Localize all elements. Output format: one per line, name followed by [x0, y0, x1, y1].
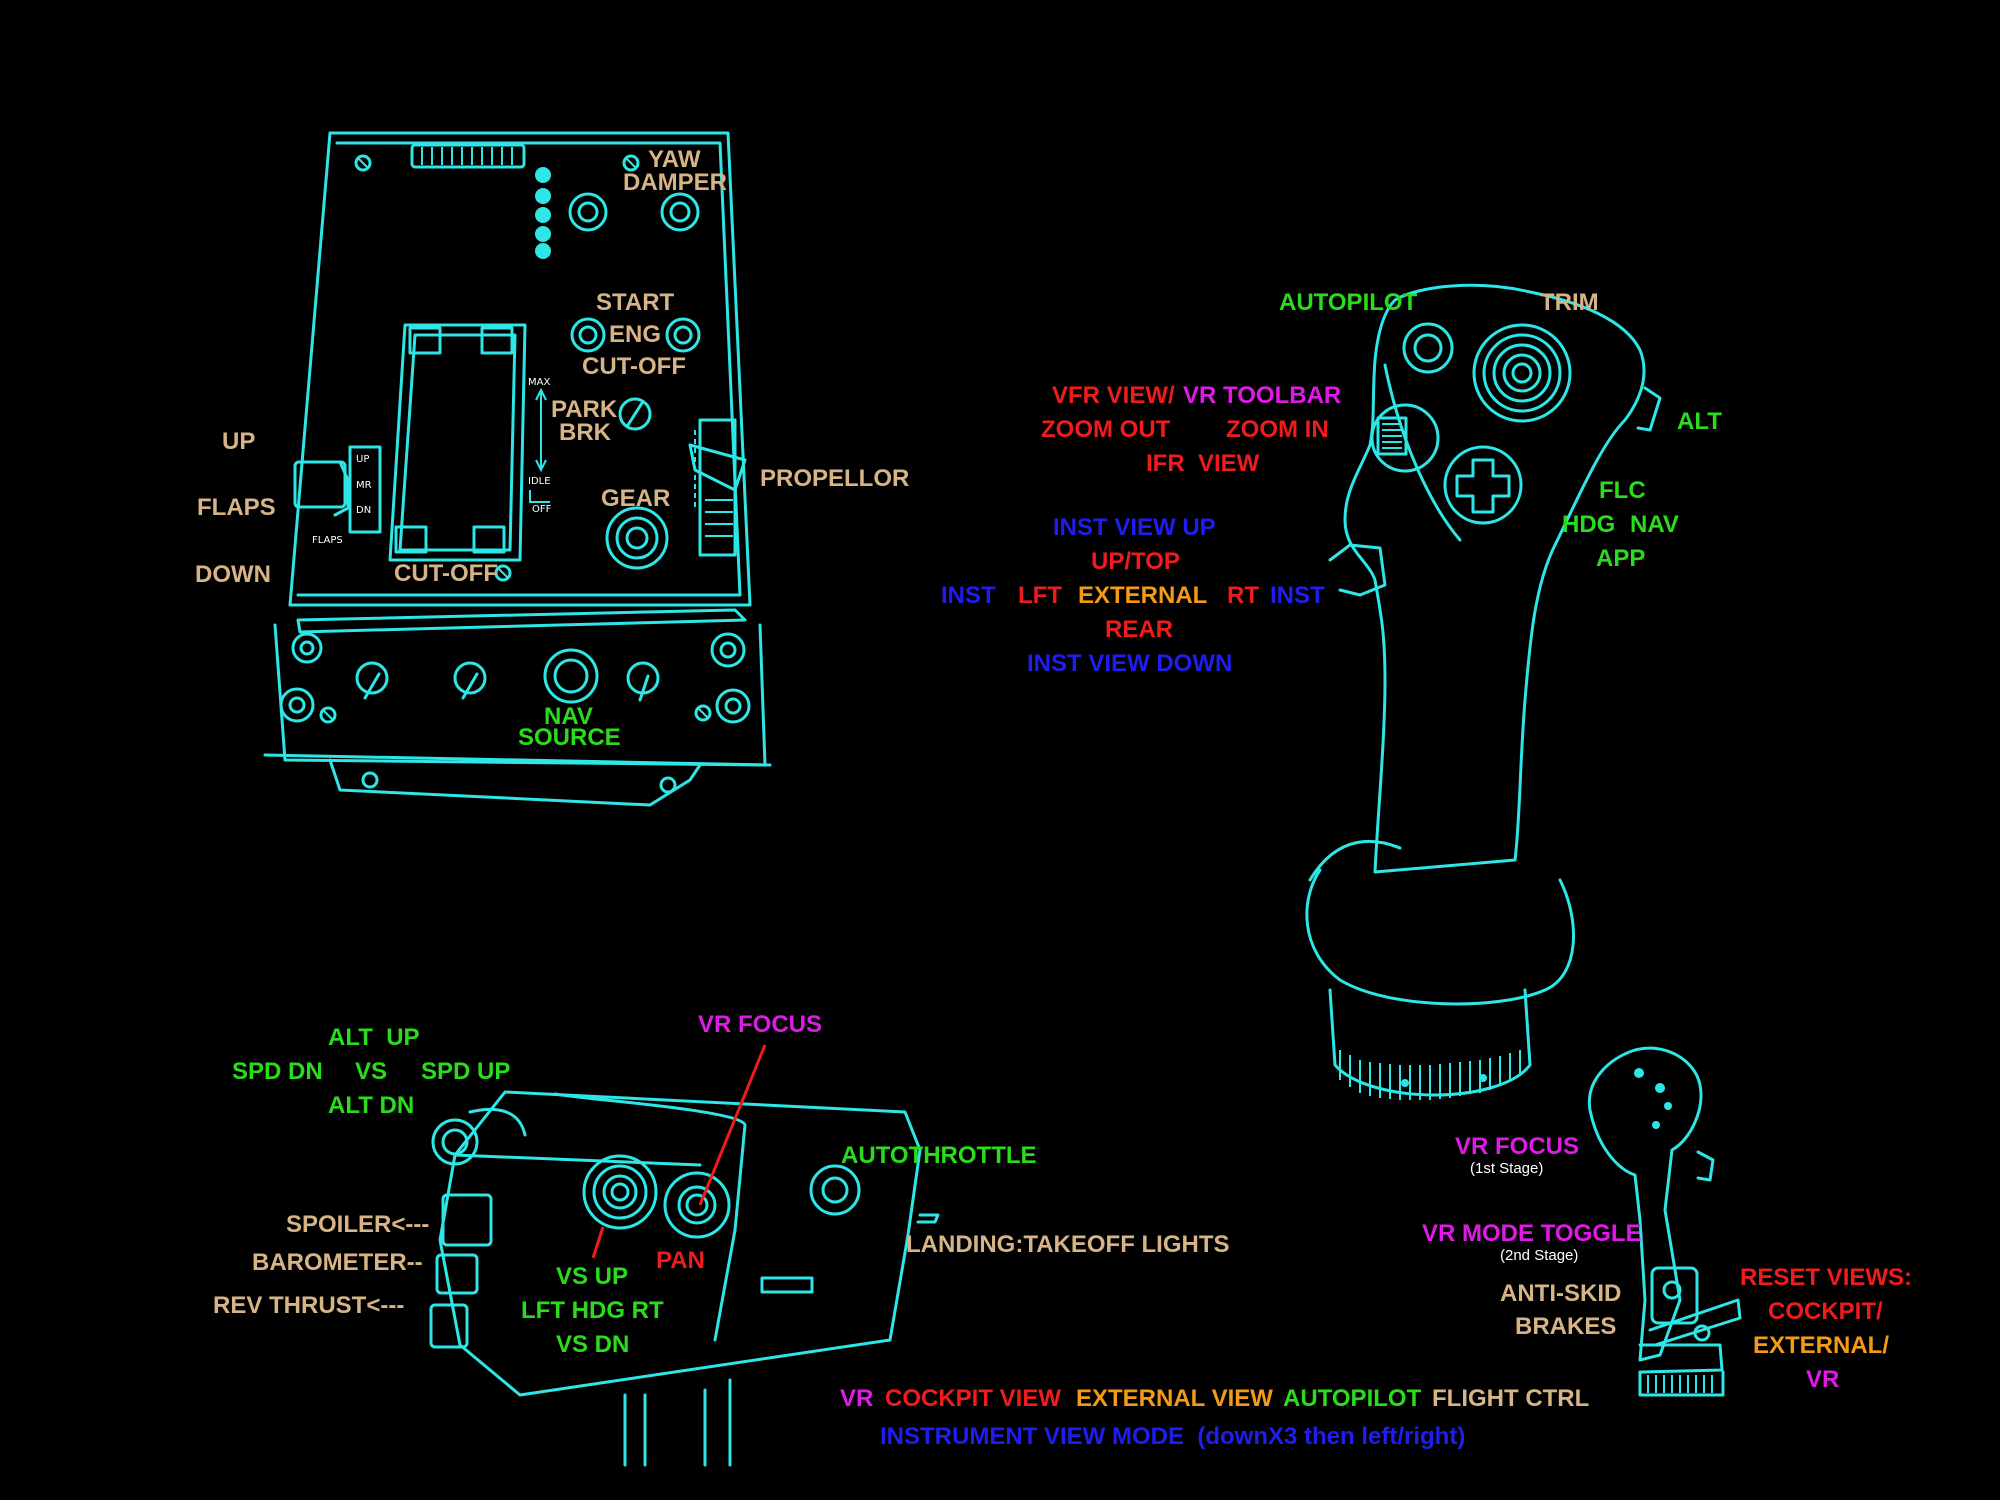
legend-vr: VR	[840, 1385, 874, 1412]
inst-view-down-label: INST VIEW DOWN	[1027, 650, 1233, 677]
spd-dn-label: SPD DN	[232, 1058, 323, 1085]
brakes-label: BRAKES	[1515, 1313, 1617, 1340]
eng-label: ENG	[609, 321, 662, 348]
zoom-in-label: ZOOM IN	[1226, 416, 1329, 443]
rear-label: REAR	[1105, 616, 1174, 643]
throttle-quadrant	[429, 1090, 940, 1467]
legend-autopilot: AUTOPILOT	[1283, 1385, 1422, 1412]
vr-focus-pointer	[698, 1044, 767, 1206]
second-stage-label: (2nd Stage)	[1500, 1247, 1579, 1264]
alt-label: ALT	[1677, 408, 1722, 435]
pan-label: PAN	[656, 1247, 705, 1274]
spoiler-label: SPOILER<---	[286, 1211, 430, 1238]
vfr-view-label: VFR VIEW/	[1052, 382, 1175, 409]
lft-hdg-rt-label: LFT HDG RT	[521, 1297, 664, 1324]
inst-view-up-label: INST VIEW UP	[1053, 514, 1216, 541]
off-print: OFF	[532, 504, 552, 515]
reset-vr-label: VR	[1806, 1366, 1840, 1393]
trim-label: TRIM	[1540, 289, 1599, 316]
legend-instrument-view-mode: INSTRUMENT VIEW MODE (downX3 then left/r…	[880, 1423, 1466, 1450]
lft-label: LFT	[1018, 582, 1062, 609]
external-label: EXTERNAL	[1078, 582, 1208, 609]
flaps-label: FLAPS	[197, 494, 276, 521]
zoom-out-label: ZOOM OUT	[1041, 416, 1171, 443]
spd-up-label: SPD UP	[421, 1058, 511, 1085]
mixture-cutoff-label: CUT-OFF	[394, 560, 498, 587]
start-label: START	[596, 289, 675, 316]
gear-label: GEAR	[601, 485, 671, 512]
rev-thrust-label: REV THRUST<---	[213, 1292, 405, 1319]
vr-focus-label: VR FOCUS	[698, 1011, 823, 1038]
anti-skid-label: ANTI-SKID	[1500, 1280, 1622, 1307]
autopilot-label: AUTOPILOT	[1279, 289, 1418, 316]
landing-lights-label: LANDING:TAKEOFF LIGHTS	[906, 1231, 1230, 1258]
vr-mode-toggle-label: VR MODE TOGGLE	[1422, 1220, 1642, 1247]
ifr-view-label: IFR VIEW	[1146, 450, 1260, 477]
reset-cockpit-label: COCKPIT/	[1768, 1298, 1883, 1325]
legend-flight-ctrl: FLIGHT CTRL	[1432, 1385, 1590, 1412]
switch-panel: MAX IDLE OFF UP MR DN FLAPS	[263, 131, 772, 807]
nav-label: NAV	[544, 703, 593, 730]
rt-label: RT	[1227, 582, 1259, 609]
eng-cutoff-label: CUT-OFF	[582, 353, 686, 380]
legend-cockpit-view: COCKPIT VIEW	[885, 1385, 1062, 1412]
max-print: MAX	[528, 377, 550, 388]
inst-left-label: INST	[941, 582, 996, 609]
park-label: PARK	[551, 396, 618, 423]
alt-up-label: ALT UP	[328, 1024, 420, 1051]
idle-print: IDLE	[528, 476, 551, 487]
app-label: APP	[1596, 545, 1646, 572]
alt-dn-label: ALT DN	[328, 1092, 415, 1119]
yaw-label: YAW	[648, 146, 701, 173]
flc-label: FLC	[1599, 477, 1646, 504]
barometer-label: BAROMETER--	[252, 1249, 423, 1276]
vr-focus-stage1-label: VR FOCUS	[1455, 1133, 1580, 1160]
flaps-up-label: UP	[222, 428, 256, 455]
small-joystick	[1587, 1046, 1742, 1397]
damper-label: DAMPER	[623, 169, 728, 196]
vs-label: VS	[355, 1058, 388, 1085]
reset-external-label: EXTERNAL/	[1753, 1332, 1890, 1359]
reset-views-label: RESET VIEWS:	[1740, 1264, 1913, 1291]
vs-up-label: VS UP	[556, 1263, 629, 1290]
nav-source-label: SOURCE	[518, 724, 621, 751]
flaps-print: FLAPS	[312, 535, 343, 546]
inst-right-label: INST	[1270, 582, 1325, 609]
joystick	[1305, 283, 1662, 1100]
flap-dn-print: DN	[356, 505, 371, 516]
up-top-label: UP/TOP	[1091, 548, 1180, 575]
flaps-down-label: DOWN	[195, 561, 271, 588]
autothrottle-label: AUTOTHROTTLE	[841, 1142, 1037, 1169]
propellor-label: PROPELLOR	[760, 465, 910, 492]
legend-external-view: EXTERNAL VIEW	[1076, 1385, 1273, 1412]
vs-pointer	[591, 1226, 605, 1259]
flap-up-print: UP	[356, 454, 369, 465]
hdg-label: HDG	[1562, 511, 1616, 538]
first-stage-label: (1st Stage)	[1470, 1160, 1544, 1177]
vs-dn-label: VS DN	[556, 1331, 630, 1358]
flap-mr-print: MR	[356, 480, 372, 491]
nav-hat-label: NAV	[1630, 511, 1679, 538]
vr-toolbar-label: VR TOOLBAR	[1183, 382, 1342, 409]
brk-label: BRK	[559, 419, 611, 446]
